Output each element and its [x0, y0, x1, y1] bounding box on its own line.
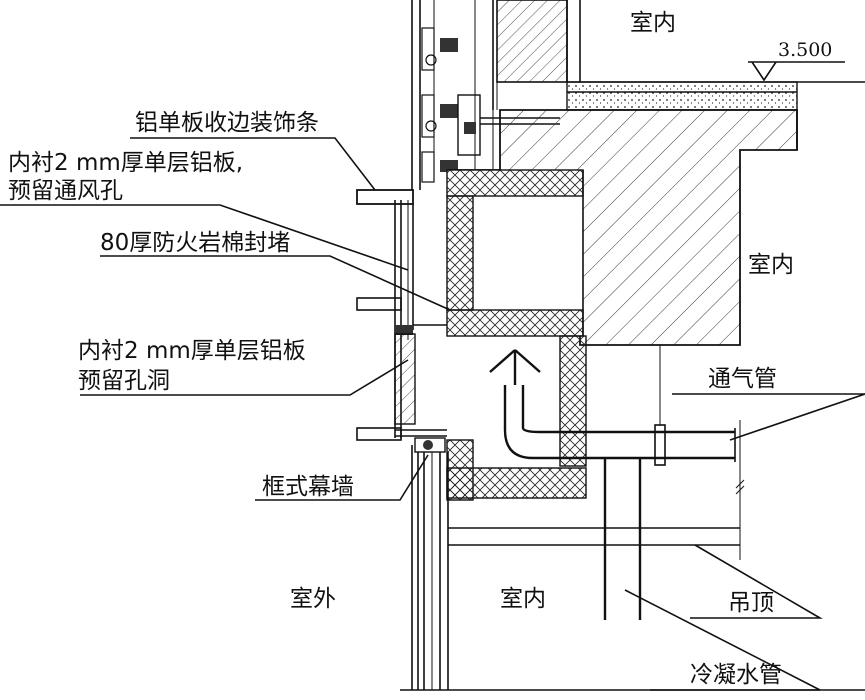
curtain-wall-brackets [421, 27, 560, 183]
aluminum-cladding [356, 189, 447, 441]
elevation-label: 3.500 [778, 39, 832, 61]
elevation-marker: 3.500 [748, 39, 845, 82]
indoor-right-label: 室内 [748, 252, 794, 278]
upper-wall [411, 0, 581, 190]
indoor-top-label: 室内 [630, 10, 676, 36]
ceiling-line [448, 420, 745, 560]
vent-pipe-label: 通气管 [708, 366, 777, 392]
frame-curtain-wall-label: 框式幕墙 [262, 474, 354, 500]
condensate-pipe [600, 457, 645, 620]
liner-hole-label-line1: 内衬2 mm厚单层铝板 [78, 338, 306, 364]
frame-curtain-wall [411, 437, 449, 690]
leader-lines [0, 137, 865, 691]
aluminum-trim-label: 铝单板收边装饰条 [135, 110, 319, 136]
fire-seal-label: 80厚防火岩棉封堵 [100, 230, 290, 256]
rock-wool-seal [446, 169, 587, 501]
indoor-bottom-label: 室内 [500, 586, 546, 612]
liner-vent-label-line2: 预留通风孔 [8, 178, 123, 204]
condensate-pipe-label: 冷凝水管 [690, 662, 782, 688]
liner-vent-label-line1: 内衬2 mm厚单层铝板, [8, 150, 243, 176]
vent-pipe [489, 345, 736, 466]
ceiling-label: 吊顶 [728, 590, 774, 616]
liner-hole-label-line2: 预留孔洞 [78, 368, 170, 394]
outdoor-label: 室外 [290, 586, 336, 612]
floor-slab [447, 81, 865, 346]
